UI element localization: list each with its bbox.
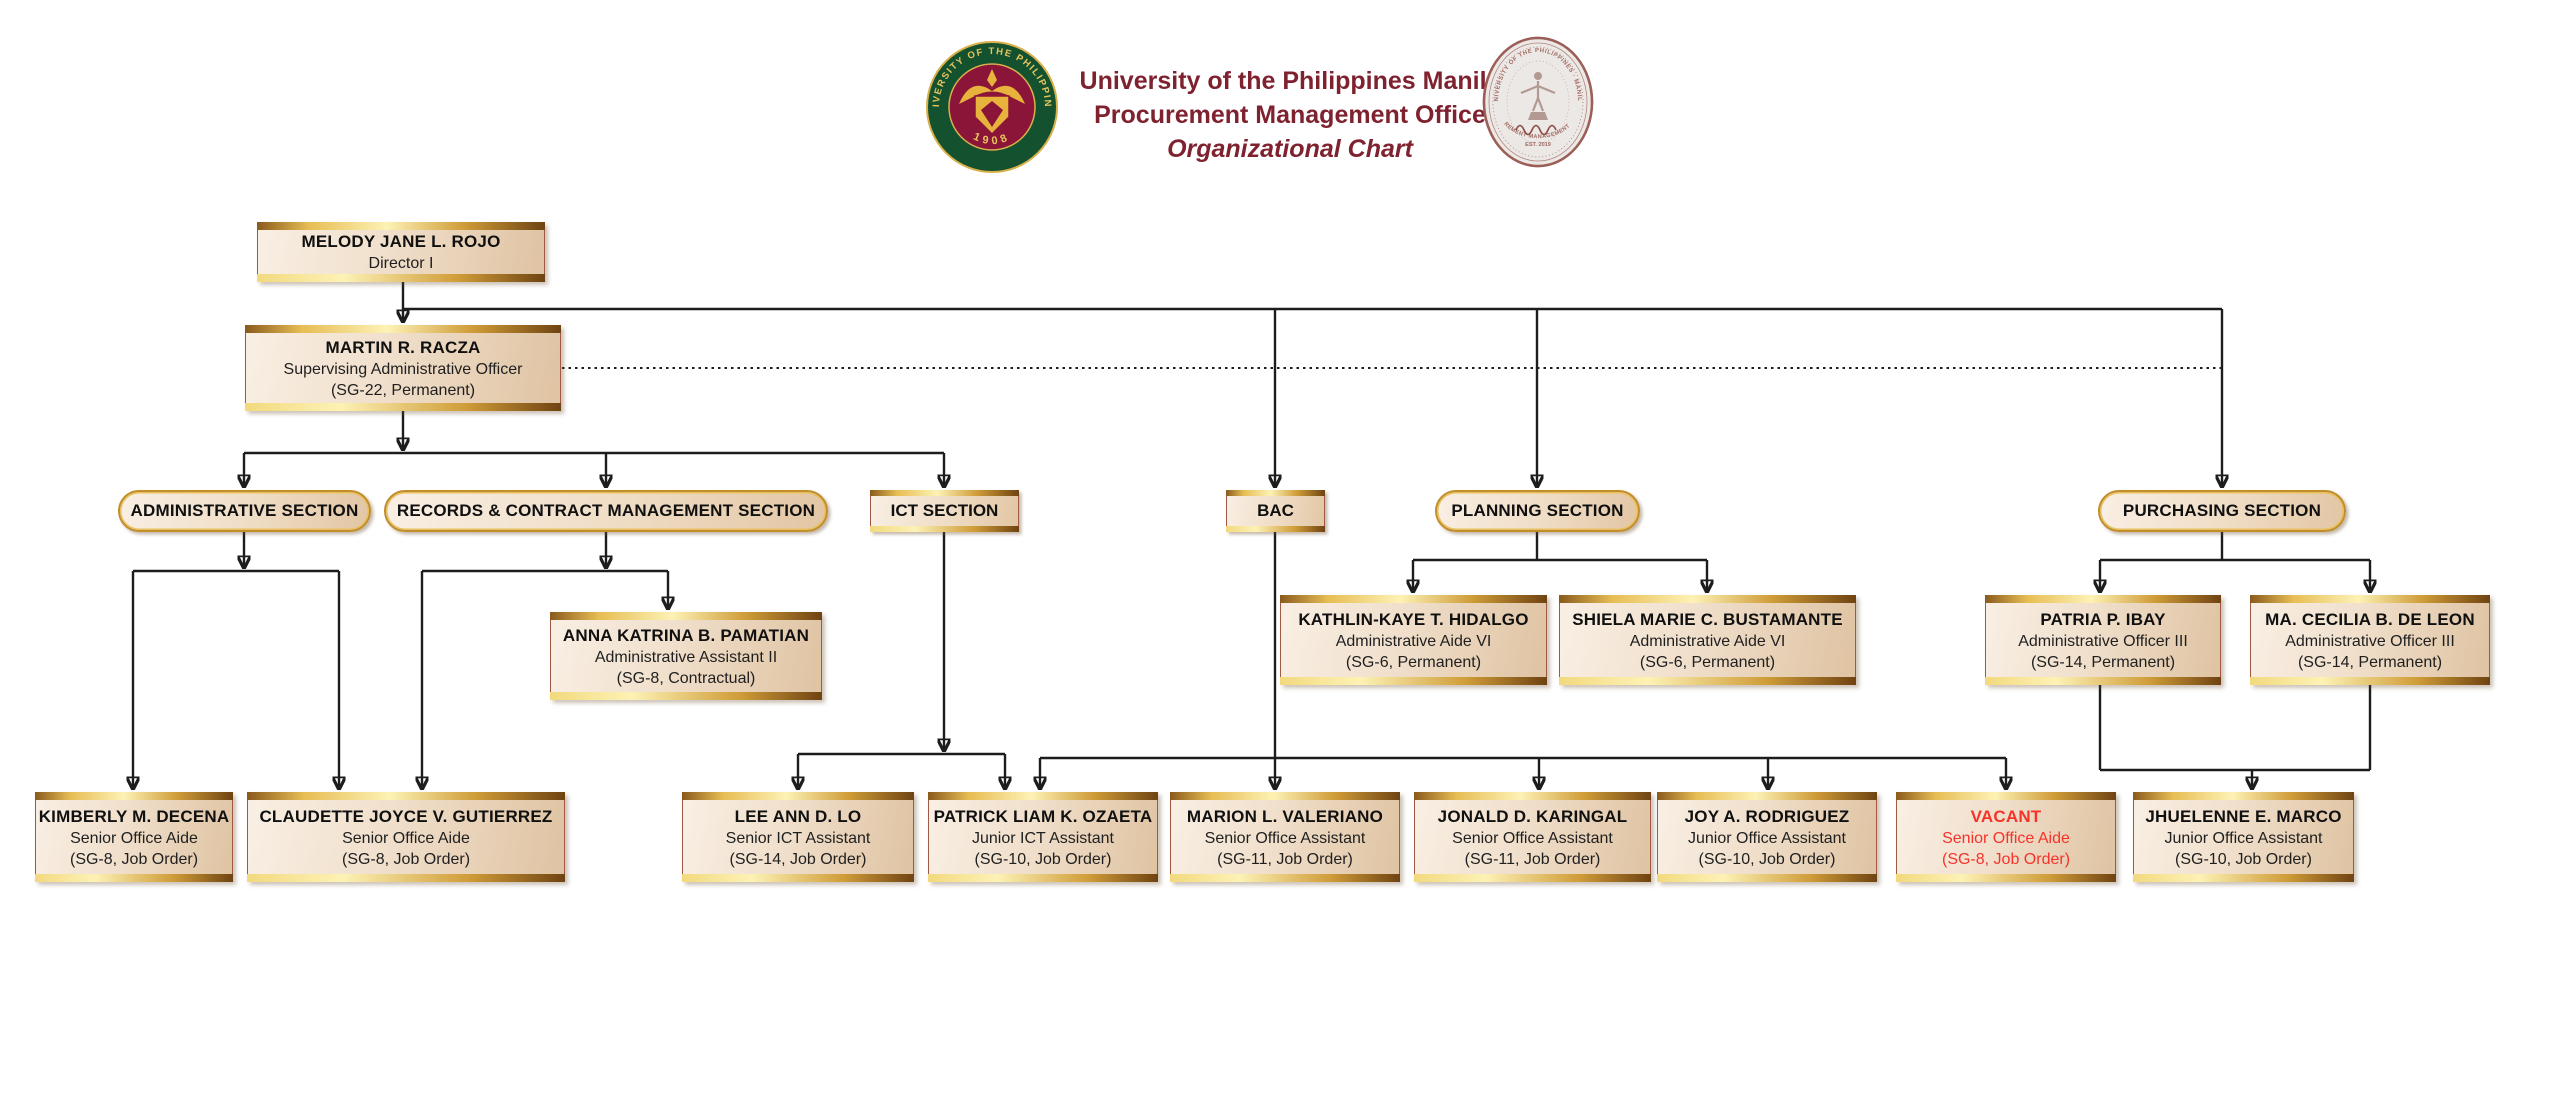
person-box-hidalgo: KATHLIN-KAYE T. HIDALGO Administrative A…: [1280, 595, 1547, 685]
person-detail: (SG-6, Permanent): [1639, 653, 1776, 671]
person-box-vacant: VACANT Senior Office Aide (SG-8, Job Ord…: [1896, 792, 2116, 882]
person-role: Senior Office Aide: [342, 829, 470, 847]
person-role: Junior ICT Assistant: [972, 829, 1114, 847]
person-detail: (SG-11, Job Order): [1464, 850, 1601, 868]
person-role: Administrative Aide VI: [1335, 632, 1492, 650]
person-detail: (SG-8, Job Order): [69, 850, 199, 868]
person-detail: (SG-8, Contractual): [616, 669, 756, 687]
up-seal-emblem: [959, 69, 1025, 136]
person-detail: (SG-6, Permanent): [1345, 653, 1482, 671]
section-records-contract-management: RECORDS & CONTRACT MANAGEMENT SECTION: [384, 490, 828, 532]
person-box-ozaeta: PATRICK LIAM K. OZAETA Junior ICT Assist…: [928, 792, 1158, 882]
person-box-racza: MARTIN R. RACZA Supervising Administrati…: [245, 325, 561, 411]
person-box-de-leon: MA. CECILIA B. DE LEON Administrative Of…: [2250, 595, 2490, 685]
person-box-ibay: PATRIA P. IBAY Administrative Officer II…: [1985, 595, 2221, 685]
person-detail: (SG-10, Job Order): [1698, 850, 1836, 868]
person-name: JOY A. RODRIGUEZ: [1684, 806, 1850, 826]
person-name: KIMBERLY M. DECENA: [38, 806, 230, 826]
section-bac: BAC: [1226, 490, 1325, 532]
person-box-pamatian: ANNA KATRINA B. PAMATIAN Administrative …: [550, 612, 822, 700]
person-detail: (SG-10, Job Order): [2175, 850, 2312, 868]
person-detail: (SG-14, Job Order): [729, 850, 867, 868]
person-name: PATRIA P. IBAY: [2040, 609, 2166, 629]
person-name: PATRICK LIAM K. OZAETA: [933, 806, 1153, 826]
person-role: Administrative Officer III: [2018, 632, 2188, 650]
person-role: Senior Office Aide: [1942, 829, 2070, 847]
pmo-seal-icon: UNIVERSITY OF THE PHILIPPINES · MANILA P…: [1482, 36, 1594, 168]
person-role: Administrative Aide VI: [1629, 632, 1786, 650]
person-detail: (SG-22, Permanent): [330, 381, 476, 399]
person-box-marco: JHUELENNE E. MARCO Junior Office Assista…: [2133, 792, 2354, 882]
person-role: Director I: [368, 255, 434, 272]
person-name: LEE ANN D. LO: [734, 806, 862, 826]
person-role: Senior Office Assistant: [1204, 829, 1366, 847]
title-line-3: Organizational Chart: [1167, 135, 1413, 163]
person-box-bustamante: SHIELA MARIE C. BUSTAMANTE Administrativ…: [1559, 595, 1856, 685]
person-name: MELODY JANE L. ROJO: [301, 232, 501, 251]
person-role: Administrative Officer III: [2285, 632, 2455, 650]
person-box-gutierrez: CLAUDETTE JOYCE V. GUTIERREZ Senior Offi…: [247, 792, 565, 882]
section-administrative: ADMINISTRATIVE SECTION: [118, 490, 371, 532]
section-planning: PLANNING SECTION: [1435, 490, 1640, 532]
pmo-seal-est: EST. 2019: [1525, 142, 1551, 148]
up-seal-icon: UNIVERSITY OF THE PHILIPPINES 1908: [925, 40, 1058, 173]
person-detail: (SG-10, Job Order): [974, 850, 1112, 868]
baybayin-script: [1515, 124, 1557, 136]
person-name: ANNA KATRINA B. PAMATIAN: [562, 625, 810, 645]
svg-text:1908: 1908: [971, 131, 1012, 148]
person-name: MARION L. VALERIANO: [1186, 806, 1384, 826]
person-role: Junior Office Assistant: [1688, 829, 1846, 847]
person-role: Supervising Administrative Officer: [283, 360, 523, 378]
oblation-figure: [1520, 72, 1556, 120]
person-box-decena: KIMBERLY M. DECENA Senior Office Aide (S…: [35, 792, 233, 882]
person-name: MARTIN R. RACZA: [325, 337, 481, 357]
person-box-rodriguez: JOY A. RODRIGUEZ Junior Office Assistant…: [1657, 792, 1877, 882]
person-name: MA. CECILIA B. DE LEON: [2265, 609, 2475, 629]
person-detail: (SG-14, Permanent): [2030, 653, 2176, 671]
section-purchasing: PURCHASING SECTION: [2098, 490, 2346, 532]
up-seal-year: 1908: [971, 131, 1008, 148]
person-role: Senior ICT Assistant: [725, 829, 871, 847]
person-name: KATHLIN-KAYE T. HIDALGO: [1298, 609, 1529, 629]
person-role: Senior Office Assistant: [1452, 829, 1613, 847]
person-detail: (SG-11, Job Order): [1217, 850, 1353, 868]
person-detail: (SG-8, Job Order): [1941, 850, 2071, 868]
person-name: JHUELENNE E. MARCO: [2145, 806, 2342, 826]
person-box-karingal: JONALD D. KARINGAL Senior Office Assista…: [1414, 792, 1651, 882]
title-line-2: Procurement Management Office: [1094, 101, 1486, 129]
person-role: Administrative Assistant II: [594, 648, 778, 666]
person-role: Junior Office Assistant: [2164, 829, 2323, 847]
person-name: VACANT: [1970, 806, 2042, 826]
person-name: JONALD D. KARINGAL: [1437, 806, 1628, 826]
person-box-rojo: MELODY JANE L. ROJO Director I: [257, 222, 545, 282]
person-box-lo: LEE ANN D. LO Senior ICT Assistant (SG-1…: [682, 792, 914, 882]
person-box-valeriano: MARION L. VALERIANO Senior Office Assist…: [1170, 792, 1400, 882]
person-detail: (SG-8, Job Order): [341, 850, 471, 868]
person-role: Senior Office Aide: [70, 829, 198, 847]
person-name: CLAUDETTE JOYCE V. GUTIERREZ: [259, 806, 553, 826]
section-ict: ICT SECTION: [870, 490, 1019, 532]
person-detail: (SG-14, Permanent): [2297, 653, 2443, 671]
title-line-1: University of the Philippines Manila: [1079, 67, 1501, 95]
person-name: SHIELA MARIE C. BUSTAMANTE: [1572, 609, 1843, 629]
page-title: University of the Philippines Manila Pro…: [1070, 64, 1510, 166]
